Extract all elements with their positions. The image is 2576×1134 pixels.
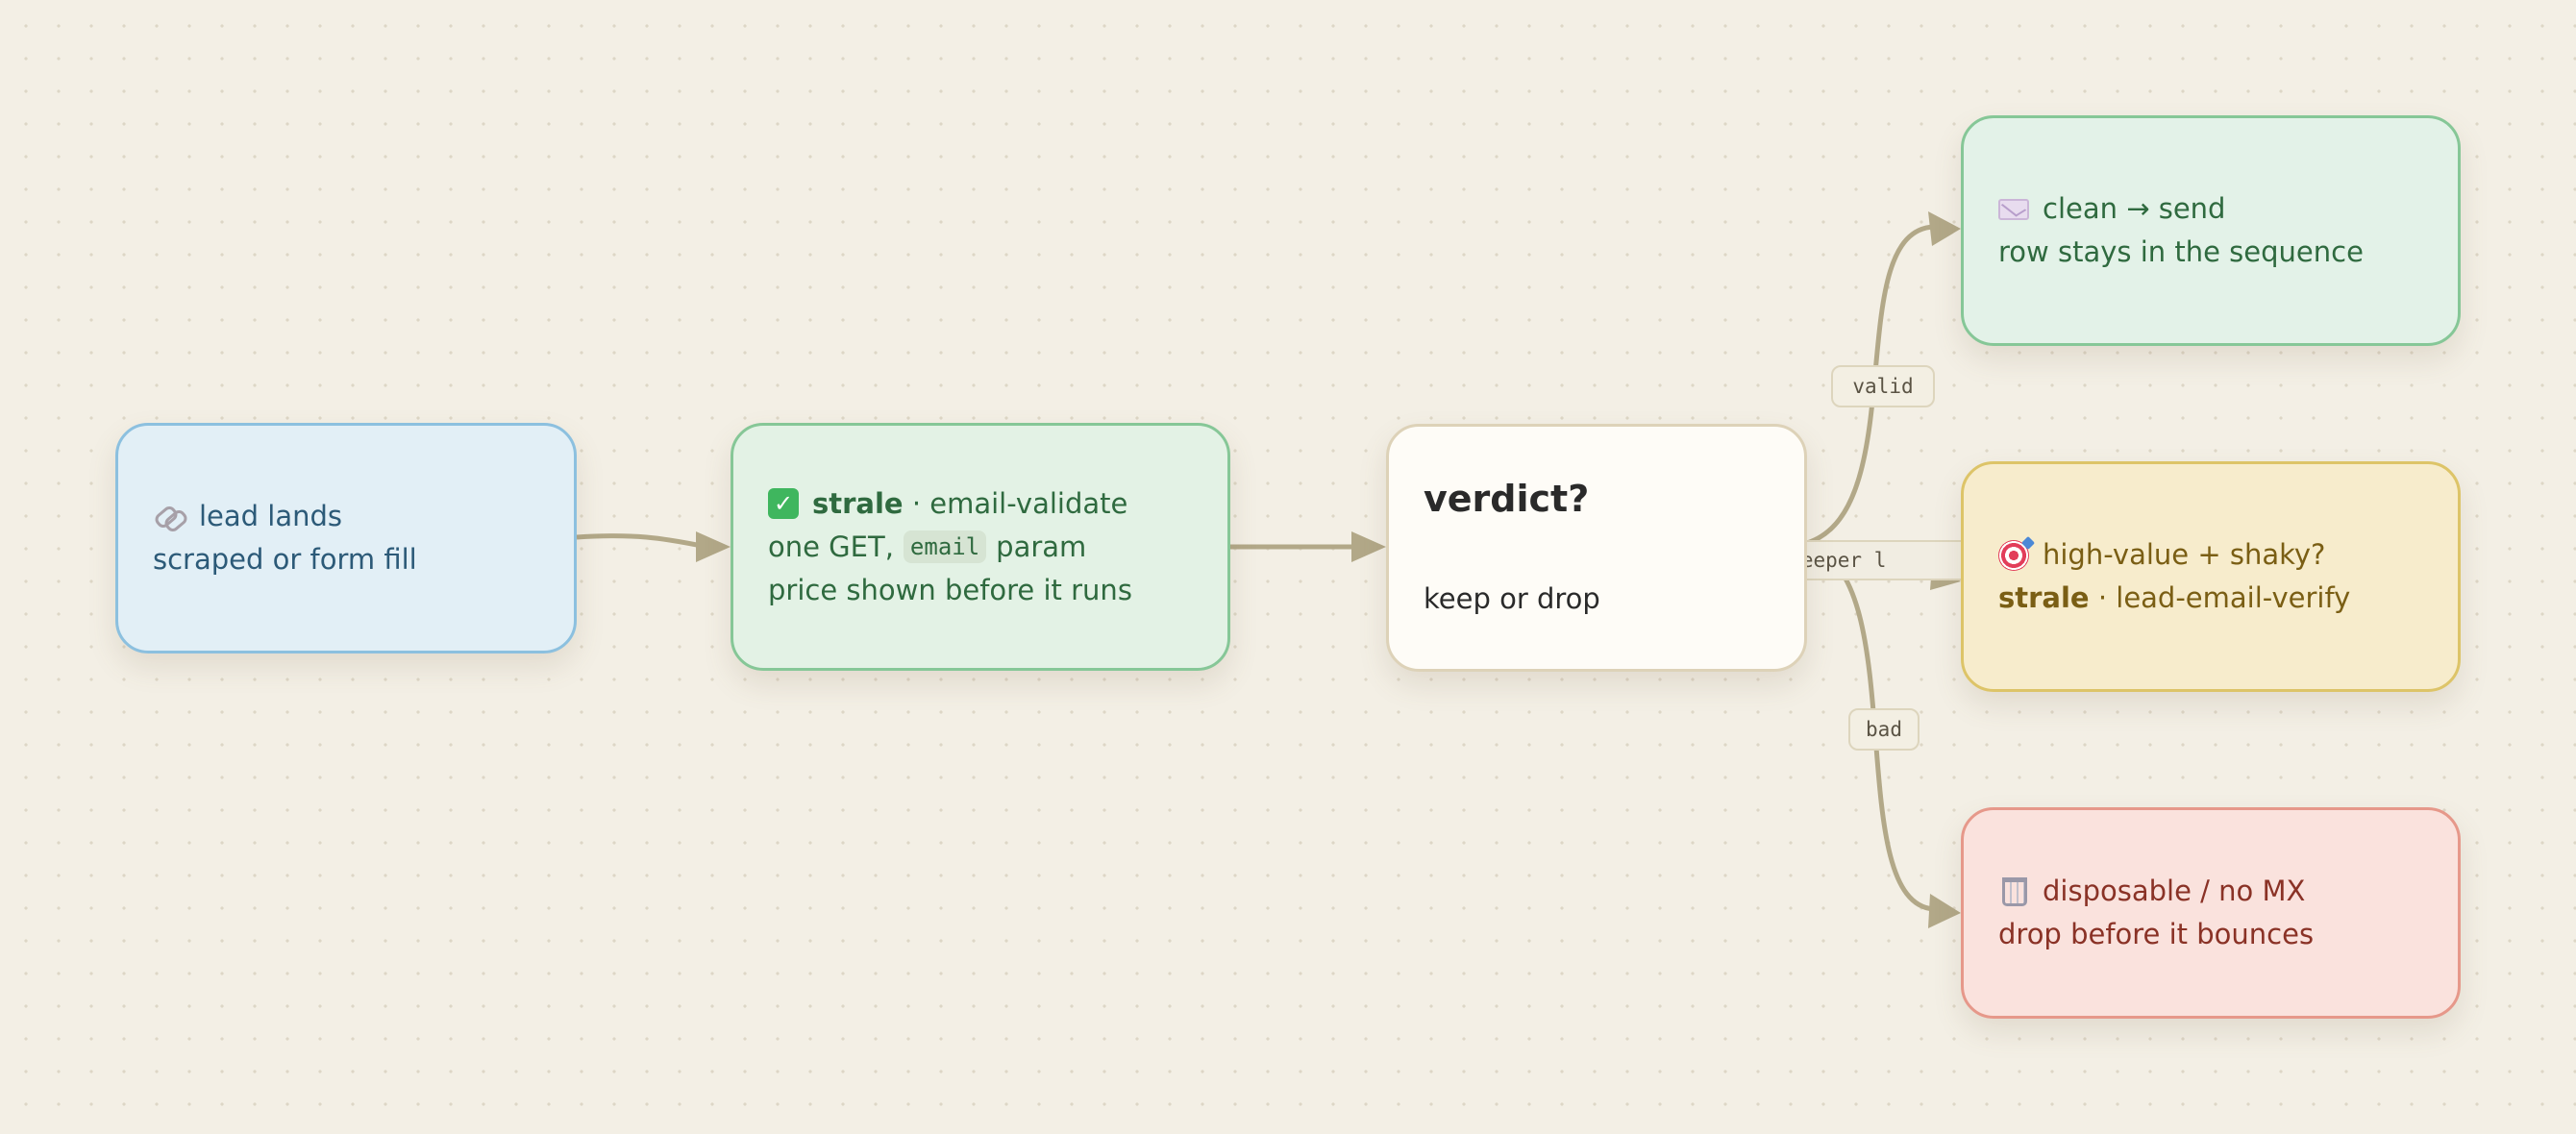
edge-label-deeper: th a deeper l bbox=[1788, 540, 1970, 580]
node-verdict[interactable]: verdict? keep or drop bbox=[1386, 424, 1807, 672]
arrow-head bbox=[696, 531, 731, 562]
node-subtitle: row stays in the sequence bbox=[1998, 235, 2364, 268]
node-detail-row: one GET, email param bbox=[768, 526, 1193, 569]
envelope-icon bbox=[1998, 198, 2029, 220]
node-subtitle-row: strale · lead-email-verify bbox=[1998, 577, 2423, 620]
node-title: · email-validate bbox=[903, 486, 1128, 520]
target-icon bbox=[1998, 539, 2029, 571]
node-title-row: ✓ strale · email-validate bbox=[768, 482, 1193, 526]
detail-text: one GET, bbox=[768, 530, 894, 563]
arrow-head bbox=[1928, 211, 1961, 246]
edge-label-bad: bad bbox=[1848, 708, 1920, 751]
arrow-head bbox=[1351, 531, 1386, 562]
node-lead-lands[interactable]: lead lands scraped or form fill bbox=[115, 423, 577, 653]
wastebasket-icon bbox=[2002, 876, 2027, 906]
node-subtitle: · lead-email-verify bbox=[2089, 581, 2351, 614]
edge-lead-to-strale bbox=[576, 533, 703, 549]
node-detail-row: price shown before it runs bbox=[768, 573, 1132, 606]
node-title: verdict? bbox=[1424, 478, 1590, 520]
arrow-head bbox=[1928, 894, 1961, 928]
node-title: lead lands bbox=[199, 500, 343, 532]
node-title-row: lead lands bbox=[153, 495, 539, 538]
node-high-value-shaky[interactable]: high-value + shaky? strale · lead-email-… bbox=[1961, 461, 2461, 692]
brand-name: strale bbox=[1998, 581, 2090, 614]
node-subtitle: drop before it bounces bbox=[1998, 918, 2315, 950]
param-code: email bbox=[903, 530, 987, 563]
edge-label-valid: valid bbox=[1831, 365, 1935, 407]
detail-text: param bbox=[996, 530, 1087, 563]
node-strale-email-validate[interactable]: ✓ strale · email-validate one GET, email… bbox=[731, 423, 1230, 671]
node-subtitle: keep or drop bbox=[1424, 582, 1600, 615]
node-clean-send[interactable]: clean → send row stays in the sequence bbox=[1961, 115, 2461, 346]
check-box-icon: ✓ bbox=[768, 488, 799, 519]
node-title: disposable / no MX bbox=[2043, 875, 2306, 907]
brand-name: strale bbox=[812, 486, 904, 520]
node-title-row: high-value + shaky? bbox=[1998, 533, 2423, 577]
node-subtitle: scraped or form fill bbox=[153, 543, 417, 576]
node-title: high-value + shaky? bbox=[2043, 538, 2326, 571]
node-title-row: clean → send bbox=[1998, 187, 2423, 231]
link-icon bbox=[153, 501, 186, 533]
node-title: clean → send bbox=[2043, 192, 2226, 225]
node-title-row: disposable / no MX bbox=[1998, 870, 2423, 913]
node-disposable-no-mx[interactable]: disposable / no MX drop before it bounce… bbox=[1961, 807, 2461, 1019]
